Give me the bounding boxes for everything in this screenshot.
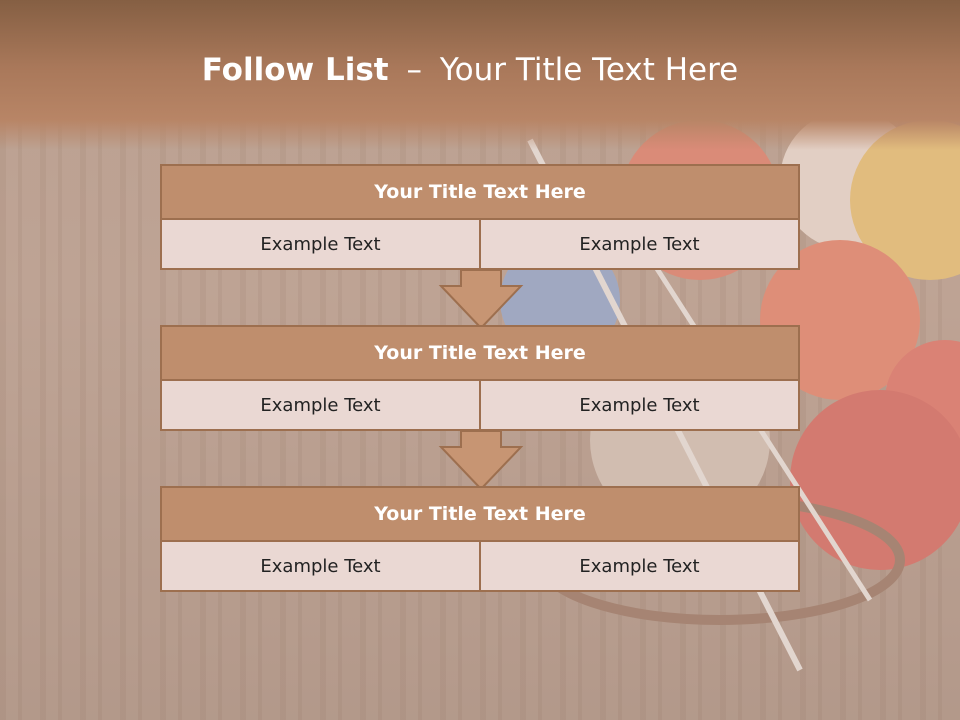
list-block-3: Your Title Text Here Example Text Exampl… (160, 486, 800, 592)
title-bold: Follow List (201, 52, 389, 88)
block-row: Example Text Example Text (160, 381, 800, 431)
block-title: Your Title Text Here (160, 164, 800, 220)
title-separator: – (406, 52, 422, 88)
example-text-right: Example Text (481, 542, 800, 592)
header-band (0, 0, 960, 150)
example-text-right: Example Text (481, 220, 800, 270)
list-block-1: Your Title Text Here Example Text Exampl… (160, 164, 800, 270)
block-row: Example Text Example Text (160, 220, 800, 270)
title-rest: Your Title Text Here (439, 52, 739, 88)
list-block-2: Your Title Text Here Example Text Exampl… (160, 325, 800, 431)
down-arrow-icon (438, 269, 524, 330)
example-text-left: Example Text (160, 381, 481, 431)
block-title: Your Title Text Here (160, 325, 800, 381)
down-arrow-icon (438, 430, 524, 491)
example-text-right: Example Text (481, 381, 800, 431)
slide-title: Follow List – Your Title Text Here (0, 52, 940, 88)
example-text-left: Example Text (160, 220, 481, 270)
block-title: Your Title Text Here (160, 486, 800, 542)
block-row: Example Text Example Text (160, 542, 800, 592)
example-text-left: Example Text (160, 542, 481, 592)
